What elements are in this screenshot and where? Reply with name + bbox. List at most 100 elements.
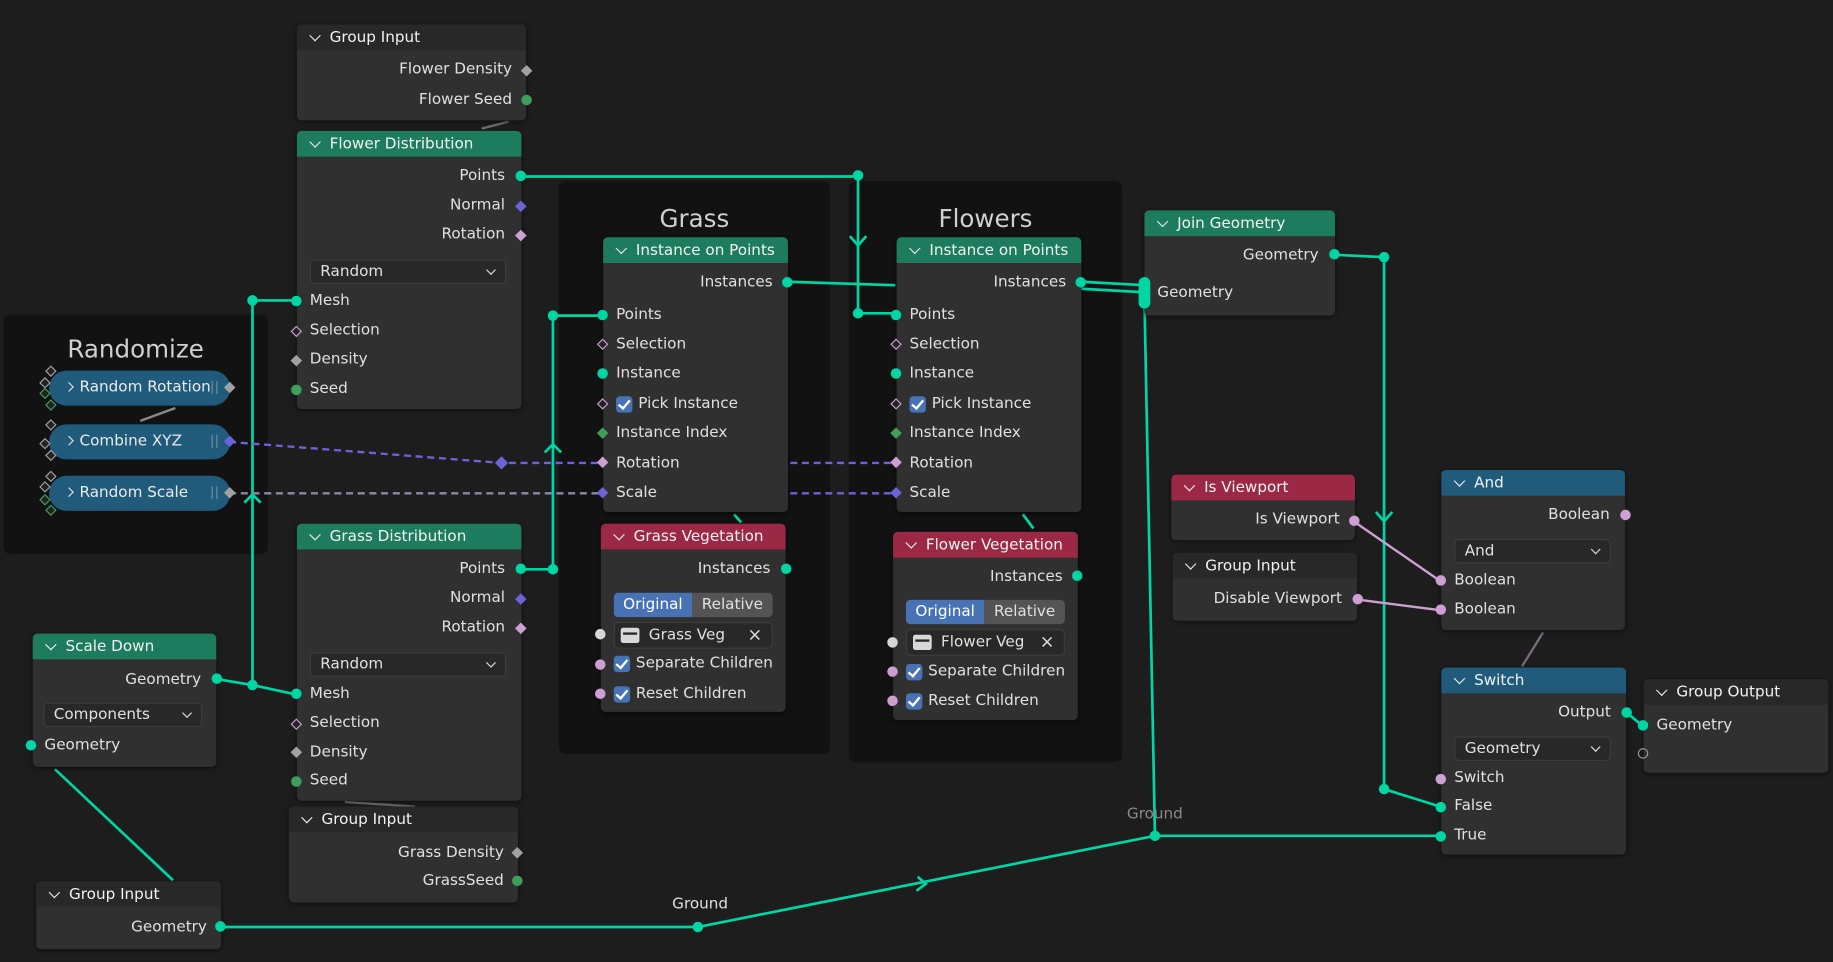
reset-children-checkbox[interactable]	[613, 686, 631, 703]
collapse-icon[interactable]	[613, 529, 625, 541]
socket-icon[interactable]	[1621, 707, 1632, 718]
collapse-icon[interactable]	[48, 886, 61, 899]
collapse-icon[interactable]	[1655, 684, 1668, 697]
original-option[interactable]: Original	[905, 599, 985, 625]
socket-icon[interactable]	[780, 563, 792, 574]
node-header[interactable]: Group Input	[288, 806, 518, 833]
node-instance-on-points-flowers[interactable]: Instance on Points Instances Points Sele…	[896, 237, 1082, 513]
collapse-icon[interactable]	[615, 242, 628, 255]
collection-field[interactable]: Flower Veg ×	[905, 628, 1065, 656]
socket-icon[interactable]	[782, 277, 793, 288]
grip-icon[interactable]	[211, 381, 218, 394]
transform-space-toggle[interactable]: Original Relative	[613, 592, 773, 618]
socket-icon[interactable]	[211, 673, 223, 684]
collapse-icon[interactable]	[309, 29, 321, 42]
node-header[interactable]: Group Input	[36, 881, 221, 908]
socket-icon[interactable]	[887, 637, 898, 648]
distribute-mode-dropdown[interactable]: Random	[309, 652, 507, 677]
collapse-icon[interactable]	[309, 529, 321, 541]
expand-icon[interactable]	[64, 381, 74, 392]
socket-icon[interactable]	[291, 776, 302, 787]
node-group-output[interactable]: Group Output Geometry	[1643, 679, 1829, 773]
node-header[interactable]: Instance on Points	[896, 237, 1082, 264]
socket-icon[interactable]	[887, 666, 898, 677]
socket-icon[interactable]	[291, 295, 302, 307]
socket-icon[interactable]	[1435, 604, 1447, 615]
socket-icon[interactable]	[1435, 801, 1447, 813]
collection-field[interactable]: Grass Veg ×	[613, 621, 773, 649]
original-option[interactable]: Original	[613, 592, 693, 618]
socket-icon[interactable]	[595, 659, 606, 670]
grip-icon[interactable]	[211, 434, 218, 448]
transform-space-toggle[interactable]: Original Relative	[905, 599, 1065, 625]
socket-icon[interactable]	[1620, 509, 1631, 521]
expand-icon[interactable]	[64, 487, 74, 498]
domain-dropdown[interactable]: Components	[43, 702, 203, 728]
group-random-scale[interactable]: Random Scale	[49, 475, 231, 511]
socket-icon[interactable]	[1637, 720, 1649, 731]
socket-icon[interactable]	[1349, 515, 1360, 527]
node-group-input-grass[interactable]: Group Input Grass Density GrassSeed	[288, 806, 518, 903]
node-group-input-geometry[interactable]: Group Input Geometry	[36, 881, 221, 950]
node-flower-vegetation[interactable]: Flower Vegetation Instances Original Rel…	[893, 531, 1078, 721]
socket-icon[interactable]	[1435, 773, 1447, 785]
socket-icon[interactable]	[890, 368, 902, 379]
collapse-icon[interactable]	[905, 537, 918, 549]
group-combine-xyz[interactable]: Combine XYZ	[49, 424, 231, 460]
close-icon[interactable]: ×	[747, 624, 763, 646]
socket-icon[interactable]	[1352, 593, 1364, 605]
node-header[interactable]: Grass Vegetation	[600, 523, 786, 550]
collapse-icon[interactable]	[45, 638, 57, 651]
socket-icon[interactable]	[515, 170, 527, 182]
node-header[interactable]: Flower Distribution	[296, 130, 522, 157]
socket-icon[interactable]	[215, 921, 226, 932]
switch-type-dropdown[interactable]: Geometry	[1454, 736, 1611, 762]
grip-icon[interactable]	[211, 486, 218, 500]
collapse-icon[interactable]	[309, 136, 321, 148]
reset-children-checkbox[interactable]	[905, 693, 923, 710]
node-header[interactable]: Is Viewport	[1171, 474, 1355, 501]
node-header[interactable]: Scale Down	[32, 633, 217, 660]
expand-icon[interactable]	[64, 435, 74, 446]
node-and[interactable]: And Boolean And Boolean Boolean	[1441, 469, 1625, 631]
collapse-icon[interactable]	[1156, 215, 1169, 228]
node-header[interactable]: Flower Vegetation	[893, 531, 1078, 558]
node-header[interactable]: Group Input	[1172, 552, 1358, 579]
socket-icon[interactable]	[512, 875, 523, 887]
collapse-icon[interactable]	[301, 811, 313, 824]
socket-icon[interactable]	[597, 368, 608, 379]
socket-icon[interactable]	[25, 739, 37, 751]
socket-icon[interactable]	[1071, 570, 1083, 581]
node-flower-distribution[interactable]: Flower Distribution Points Normal Rotati…	[296, 130, 522, 410]
node-instance-on-points-grass[interactable]: Instance on Points Instances Points Sele…	[603, 237, 788, 513]
node-header[interactable]: Grass Distribution	[296, 523, 522, 550]
socket-icon[interactable]	[1435, 575, 1447, 586]
boolean-operation-dropdown[interactable]: And	[1454, 538, 1611, 564]
node-grass-distribution[interactable]: Grass Distribution Points Normal Rotatio…	[296, 523, 522, 801]
node-join-geometry[interactable]: Join Geometry Geometry Geometry	[1144, 210, 1335, 316]
node-group-input-disable-viewport[interactable]: Group Input Disable Viewport	[1172, 552, 1358, 621]
socket-icon[interactable]	[890, 309, 902, 321]
socket-icon[interactable]	[887, 695, 898, 707]
collapse-icon[interactable]	[1184, 558, 1197, 570]
multi-input-socket[interactable]	[1138, 277, 1151, 309]
group-random-rotation[interactable]: Random Rotation	[49, 370, 231, 406]
socket-icon[interactable]	[595, 688, 606, 700]
node-header[interactable]: Instance on Points	[603, 237, 788, 264]
node-is-viewport[interactable]: Is Viewport Is Viewport	[1171, 474, 1355, 541]
socket-icon[interactable]	[595, 628, 606, 640]
socket-icon[interactable]	[597, 309, 608, 321]
node-header[interactable]: Switch	[1441, 667, 1627, 694]
node-group-input-flower[interactable]: Group Input Flower Density Flower Seed	[296, 24, 527, 121]
socket-icon[interactable]	[515, 563, 527, 574]
node-grass-vegetation[interactable]: Grass Vegetation Instances Original Rela…	[600, 523, 786, 712]
collapse-icon[interactable]	[908, 242, 921, 255]
collapse-icon[interactable]	[1453, 475, 1466, 487]
separate-children-checkbox[interactable]	[613, 655, 631, 673]
separate-children-checkbox[interactable]	[905, 663, 923, 681]
socket-icon[interactable]	[1329, 248, 1340, 260]
close-icon[interactable]: ×	[1039, 631, 1055, 653]
relative-option[interactable]: Relative	[984, 599, 1065, 625]
node-scale-down[interactable]: Scale Down Geometry Components Geometry	[32, 633, 217, 767]
